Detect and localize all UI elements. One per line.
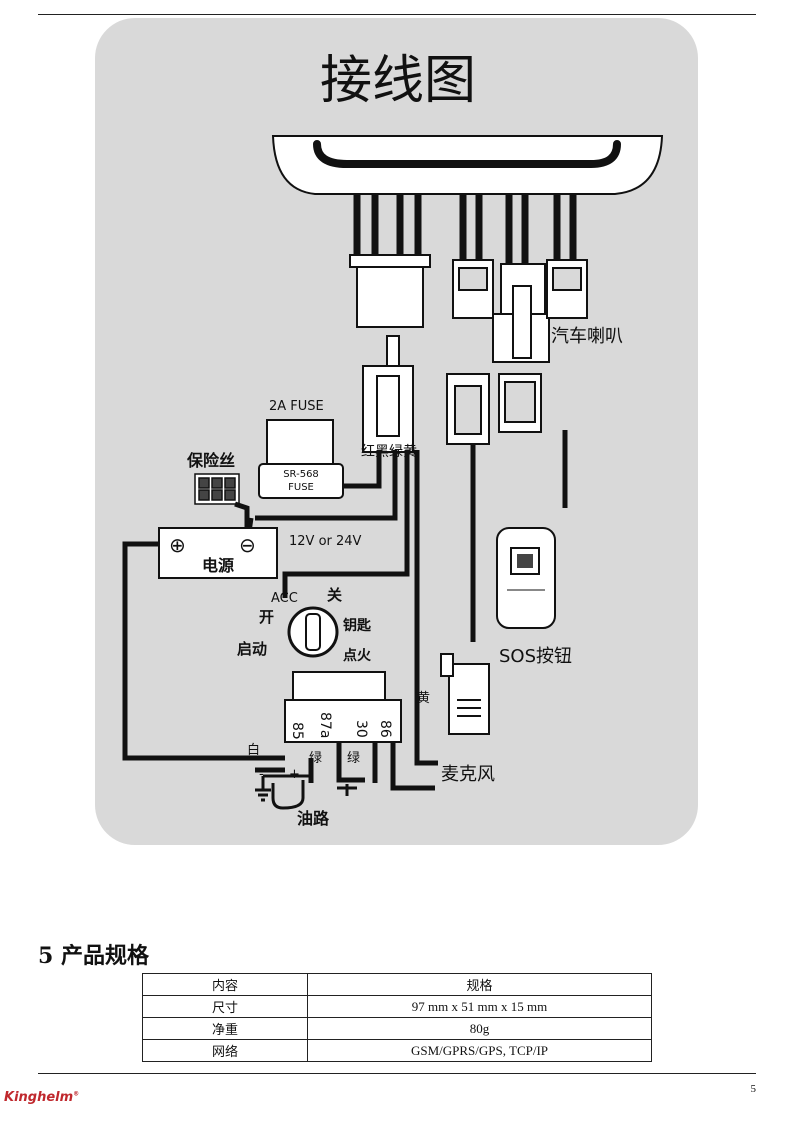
plus-symbol: ⊕ bbox=[169, 533, 186, 557]
fuse-label: 保险丝 bbox=[186, 451, 235, 470]
oil-plus: + bbox=[289, 767, 300, 782]
relay-87a: 87a bbox=[317, 712, 333, 738]
fuse-rating: 2A FUSE bbox=[269, 399, 324, 414]
wiring-diagram: 接线图 汽车喇叭 bbox=[95, 18, 698, 845]
horn-connectors bbox=[452, 259, 588, 363]
ignition-label: 点火 bbox=[343, 647, 372, 664]
key-label: 钥匙 bbox=[343, 617, 372, 634]
diagram-title: 接线图 bbox=[320, 51, 476, 111]
fuse-text-1: SR-568 bbox=[283, 469, 319, 480]
table-row: 尺寸 97 mm x 51 mm x 15 mm bbox=[142, 995, 652, 1018]
section-heading: 5 产品规格 bbox=[38, 938, 149, 970]
logo-text: Kinghelm bbox=[4, 1090, 74, 1105]
green-wire-label-1: 绿 bbox=[309, 751, 322, 766]
oil-label: 油路 bbox=[297, 809, 330, 828]
on-label: 开 bbox=[259, 608, 274, 626]
mic-sos-connectors bbox=[446, 373, 542, 445]
row-label: 网络 bbox=[142, 1039, 308, 1062]
fuse-text-2: FUSE bbox=[288, 482, 314, 493]
footer-rule bbox=[38, 1073, 756, 1074]
oil-line bbox=[255, 774, 357, 810]
wires bbox=[122, 430, 568, 791]
acc-label: ACC bbox=[271, 591, 298, 606]
green-wire-label-2: 绿 bbox=[347, 751, 360, 766]
sos-label: SOS按钮 bbox=[499, 646, 572, 667]
horn-label: 汽车喇叭 bbox=[551, 326, 623, 347]
sos-button bbox=[496, 527, 556, 629]
header-rule bbox=[38, 14, 756, 15]
fuse-holder bbox=[258, 419, 344, 499]
ignition-switch bbox=[287, 606, 339, 658]
main-wire-bundle bbox=[353, 194, 577, 268]
mic-label: 麦克风 bbox=[441, 764, 495, 785]
row-label: 净重 bbox=[142, 1017, 308, 1040]
section-number: 5 bbox=[38, 943, 54, 969]
microphone bbox=[440, 653, 490, 735]
start-label: 启动 bbox=[237, 640, 267, 658]
tracker-device bbox=[271, 135, 664, 195]
oil-minus: - bbox=[259, 767, 264, 782]
relay bbox=[284, 671, 402, 743]
wire-color-label: 红黑绿黄 bbox=[361, 443, 417, 460]
header-content: 内容 bbox=[142, 973, 308, 996]
off-label: 关 bbox=[327, 586, 342, 604]
kinghelm-logo: Kinghelm® bbox=[4, 1090, 79, 1105]
section-title: 产品规格 bbox=[60, 943, 149, 969]
power-label: 电源 bbox=[202, 556, 234, 575]
minus-symbol: ⊖ bbox=[239, 533, 256, 557]
row-value: 97 mm x 51 mm x 15 mm bbox=[307, 995, 652, 1018]
table-row: 净重 80g bbox=[142, 1017, 652, 1040]
relay-86: 86 bbox=[377, 720, 393, 738]
fuse-connector bbox=[194, 473, 240, 505]
spec-table: 内容 规格 尺寸 97 mm x 51 mm x 15 mm 净重 80g 网络… bbox=[142, 973, 652, 1062]
table-header-row: 内容 规格 bbox=[142, 973, 652, 996]
yellow-wire-label: 黄 bbox=[417, 691, 430, 706]
trademark-mark: ® bbox=[73, 1090, 80, 1098]
row-label: 尺寸 bbox=[142, 995, 308, 1018]
header-spec: 规格 bbox=[307, 973, 652, 996]
white-wire-label: 白 bbox=[247, 742, 260, 758]
main-connector bbox=[349, 254, 431, 453]
voltage-label: 12V or 24V bbox=[289, 534, 362, 549]
relay-85: 85 bbox=[289, 722, 305, 740]
page-number: 5 bbox=[750, 1083, 757, 1095]
power-source bbox=[158, 527, 278, 579]
relay-30: 30 bbox=[353, 720, 369, 738]
table-row: 网络 GSM/GPRS/GPS, TCP/IP bbox=[142, 1039, 652, 1062]
row-value: GSM/GPRS/GPS, TCP/IP bbox=[307, 1039, 652, 1062]
row-value: 80g bbox=[307, 1017, 652, 1040]
